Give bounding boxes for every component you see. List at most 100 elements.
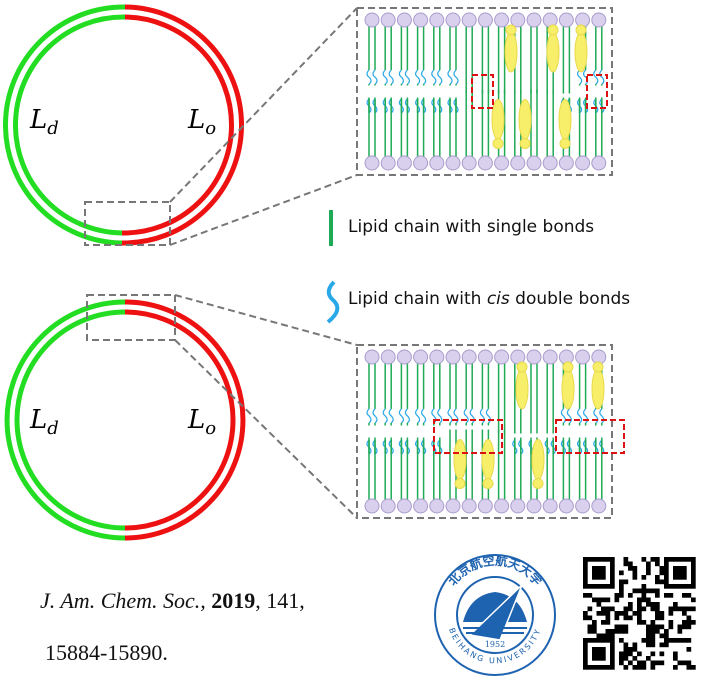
qr-module: [691, 606, 696, 612]
qr-module: [619, 629, 624, 634]
lipid-head: [445, 12, 461, 28]
cis-double-bond: [583, 69, 589, 85]
qr-module: [605, 611, 611, 616]
cholesterol-head: [559, 138, 571, 149]
qr-module: [664, 575, 669, 580]
qr-module: [619, 638, 624, 643]
qr-module: [686, 660, 692, 666]
qr-module: [587, 584, 593, 589]
qr-module: [673, 557, 678, 562]
qr-module: [632, 588, 638, 594]
qr-module: [641, 557, 647, 562]
qr-module: [686, 606, 692, 612]
cis-double-bond: [447, 408, 453, 424]
qr-module: [601, 606, 606, 612]
qr-module: [650, 620, 656, 625]
qr-module: [610, 575, 615, 580]
cis-double-bond: [431, 408, 437, 424]
qr-module: [646, 624, 651, 630]
qr-module: [668, 593, 674, 598]
qr-module: [686, 620, 692, 625]
qr-module: [628, 660, 633, 666]
cholesterol: [591, 368, 605, 410]
qr-module: [592, 566, 597, 571]
cis-double-bond: [453, 69, 459, 85]
qr-module: [592, 647, 597, 652]
cis-double-bond: [485, 408, 491, 424]
qr-module: [623, 656, 629, 661]
qr-module: [619, 624, 624, 630]
cis-double-bond: [382, 408, 388, 424]
membrane-panel-top: [356, 7, 613, 176]
lipid-head: [510, 155, 526, 171]
qr-module: [682, 566, 687, 571]
cholesterol-head: [575, 24, 587, 36]
ld-label: Ld: [29, 405, 59, 439]
qr-module: [601, 633, 606, 639]
qr-module: [655, 602, 660, 607]
qr-module: [596, 647, 602, 652]
qr-module: [686, 665, 692, 670]
qr-module: [623, 606, 629, 612]
qr-module: [668, 584, 674, 589]
qr-module: [605, 620, 611, 625]
qr-module: [610, 557, 615, 562]
qr-module: [610, 647, 615, 652]
qr-module: [659, 615, 665, 621]
cis-double-bond: [421, 408, 427, 424]
qr-module: [632, 656, 638, 661]
cholesterol-head: [592, 361, 604, 373]
qr-module: [605, 633, 611, 639]
qr-module: [632, 647, 638, 652]
qr-module: [601, 611, 606, 616]
qr-module: [650, 651, 656, 657]
qr-module: [628, 615, 633, 621]
qr-module: [646, 566, 651, 571]
qr-module: [587, 629, 593, 634]
qr-module: [664, 638, 669, 643]
qr-module: [677, 624, 683, 630]
lipid-head: [461, 349, 477, 365]
lipid-head: [542, 155, 558, 171]
qr-module: [587, 606, 593, 612]
qr-module: [623, 615, 629, 621]
qr-module: [641, 593, 647, 598]
qr-module: [682, 570, 687, 576]
qr-code: [583, 557, 696, 670]
qr-module: [596, 611, 602, 616]
qr-module: [637, 588, 642, 594]
qr-module: [596, 570, 602, 576]
vesicle-top: Ld Lo: [3, 4, 358, 246]
qr-module: [646, 588, 651, 594]
qr-module: [682, 593, 687, 598]
qr-module: [596, 665, 602, 670]
qr-module: [655, 575, 660, 580]
qr-module: [583, 570, 588, 576]
cholesterol-head: [547, 24, 559, 36]
qr-module: [619, 579, 624, 585]
qr-module: [655, 557, 660, 562]
qr-module: [601, 665, 606, 670]
cis-double-bond: [388, 408, 394, 424]
zoom-box: [84, 201, 171, 246]
cis-double-bond: [479, 408, 485, 424]
lipid-head: [396, 12, 412, 28]
qr-module: [619, 584, 624, 589]
qr-module: [691, 579, 696, 585]
qr-module: [628, 593, 633, 598]
cis-double-bond: [437, 408, 443, 424]
qr-module: [601, 597, 606, 603]
qr-module: [605, 638, 611, 643]
qr-module: [650, 665, 656, 670]
qr-module: [628, 647, 633, 652]
qr-module: [619, 570, 624, 576]
qr-module: [623, 651, 629, 657]
ld-region-outer: [3, 4, 126, 246]
qr-module: [623, 579, 629, 585]
lo-label: Lo: [187, 405, 216, 439]
qr-module: [650, 629, 656, 634]
qr-module: [623, 665, 629, 670]
cis-double-bond: [404, 408, 410, 424]
lipid-head: [477, 155, 493, 171]
